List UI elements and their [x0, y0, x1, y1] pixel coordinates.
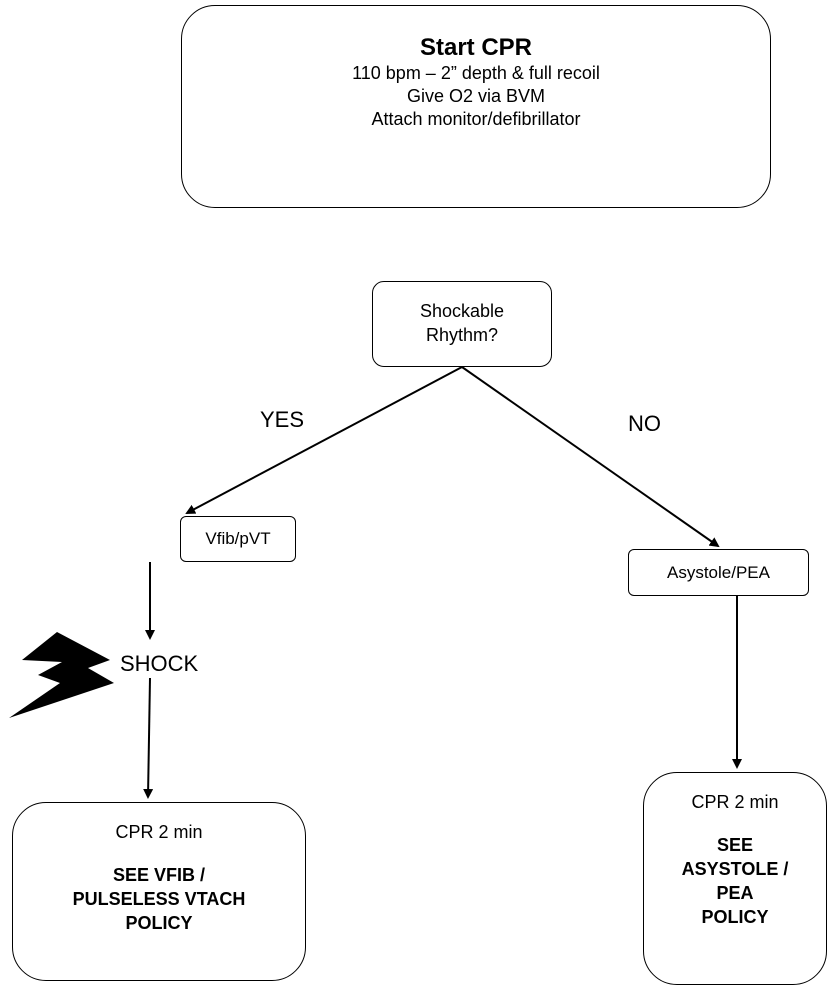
shockable-rhythm-decision: Shockable Rhythm? — [372, 281, 552, 367]
cpr-asystole-duration: CPR 2 min — [691, 792, 779, 812]
start-cpr-rate: 110 bpm – 2” depth & full recoil — [352, 63, 600, 83]
vfib-policy-line-2: PULSELESS VTACH — [72, 889, 246, 909]
cpr-asystole-box: CPR 2 min SEE ASYSTOLE / PEA POLICY — [643, 772, 827, 985]
cpr-vfib-box: CPR 2 min SEE VFIB / PULSELESS VTACH POL… — [12, 802, 306, 981]
arrow-shock-to-cpr — [143, 677, 154, 799]
no-branch-label: NO — [628, 411, 661, 436]
shock-label: SHOCK — [120, 651, 199, 676]
start-cpr-monitor: Attach monitor/defibrillator — [371, 109, 581, 129]
vfib-pvt-box: Vfib/pVT — [180, 516, 296, 562]
start-cpr-oxygen: Give O2 via BVM — [406, 86, 546, 106]
yes-branch-label: YES — [260, 407, 305, 432]
cpr-vfib-duration: CPR 2 min — [115, 822, 203, 842]
decision-line-1: Shockable — [419, 301, 505, 321]
start-cpr-box: Start CPR 110 bpm – 2” depth & full reco… — [181, 5, 771, 208]
vfib-policy-line-1: SEE VFIB / — [112, 865, 206, 885]
vfib-policy-line-3: POLICY — [125, 913, 193, 933]
arrow-to-asystole — [461, 366, 720, 548]
asystole-policy-line-2: ASYSTOLE / — [681, 859, 789, 879]
asystole-policy-reference: SEE ASYSTOLE / PEA POLICY — [644, 833, 826, 929]
asystole-policy-line-1: SEE — [716, 835, 754, 855]
asystole-pea-box: Asystole/PEA — [628, 549, 809, 596]
decision-line-2: Rhythm? — [425, 325, 499, 345]
start-cpr-title: Start CPR — [419, 34, 533, 61]
vfib-policy-reference: SEE VFIB / PULSELESS VTACH POLICY — [13, 863, 305, 935]
asystole-policy-line-4: POLICY — [701, 907, 769, 927]
arrow-to-vfib — [185, 366, 463, 514]
asystole-policy-line-3: PEA — [716, 883, 754, 903]
lightning-bolt-icon — [9, 632, 114, 718]
